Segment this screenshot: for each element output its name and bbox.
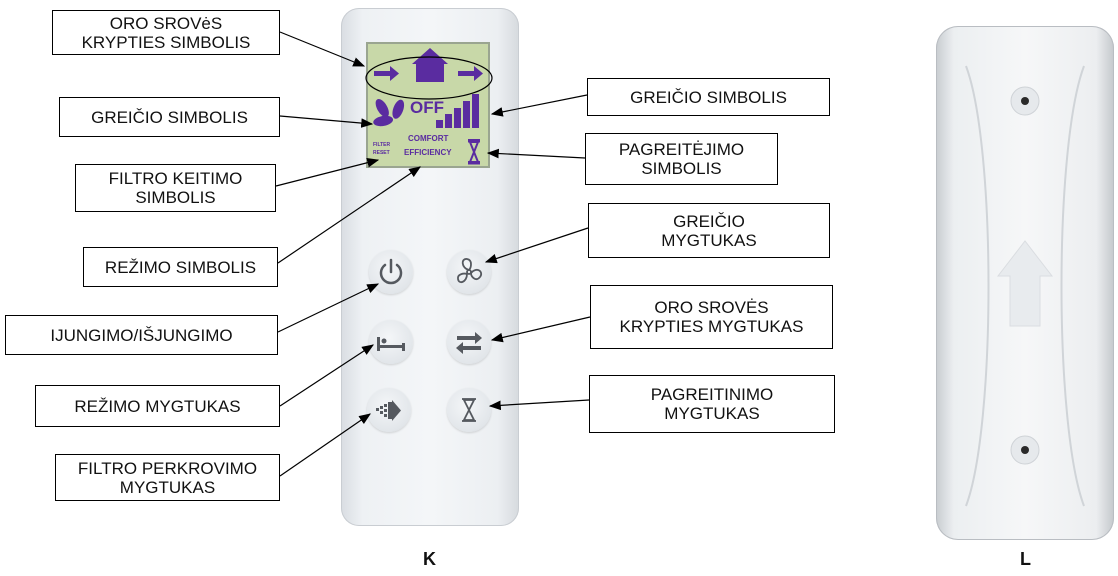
leader-speed-button: [486, 228, 588, 262]
leader-speed-symbol-right: [492, 95, 587, 114]
airflow-highlight-ellipse: [366, 57, 492, 99]
callout-speed-symbol-left: GREIČIO SIMBOLIS: [59, 97, 280, 137]
leader-power-button: [278, 284, 378, 332]
callout-speed-symbol-right: GREIČIO SIMBOLIS: [587, 78, 830, 116]
callout-speed-button: GREIČIO MYGTUKAS: [588, 203, 830, 258]
leader-filter-symbol: [276, 160, 378, 186]
callout-boost-button: PAGREITINIMO MYGTUKAS: [589, 375, 835, 433]
leader-mode-symbol: [278, 167, 420, 263]
leader-filter-reset-button: [280, 414, 370, 476]
leader-mode-button: [280, 345, 373, 406]
callout-power-button: IJUNGIMO/IŠJUNGIMO: [5, 315, 278, 355]
leader-airflow-symbol: [280, 32, 364, 66]
callout-boost-symbol: PAGREITĖJIMO SIMBOLIS: [585, 133, 778, 185]
figure-label-holder: L: [1020, 549, 1031, 570]
callout-filter-symbol: FILTRO KEITIMO SIMBOLIS: [75, 164, 276, 212]
callout-mode-symbol: REŽIMO SIMBOLIS: [83, 247, 278, 287]
callout-mode-button: REŽIMO MYGTUKAS: [35, 385, 280, 427]
callout-airflow-symbol: ORO SROVėS KRYPTIES SIMBOLIS: [52, 10, 280, 55]
figure-label-remote: K: [423, 549, 436, 570]
leader-boost-symbol: [488, 153, 585, 158]
leader-boost-button: [490, 400, 589, 406]
leader-speed-symbol-left: [280, 116, 372, 124]
leader-airflow-button: [492, 317, 590, 340]
callout-filter-reset-button: FILTRO PERKROVIMO MYGTUKAS: [55, 454, 280, 501]
callout-airflow-button: ORO SROVĖS KRYPTIES MYGTUKAS: [590, 285, 833, 349]
